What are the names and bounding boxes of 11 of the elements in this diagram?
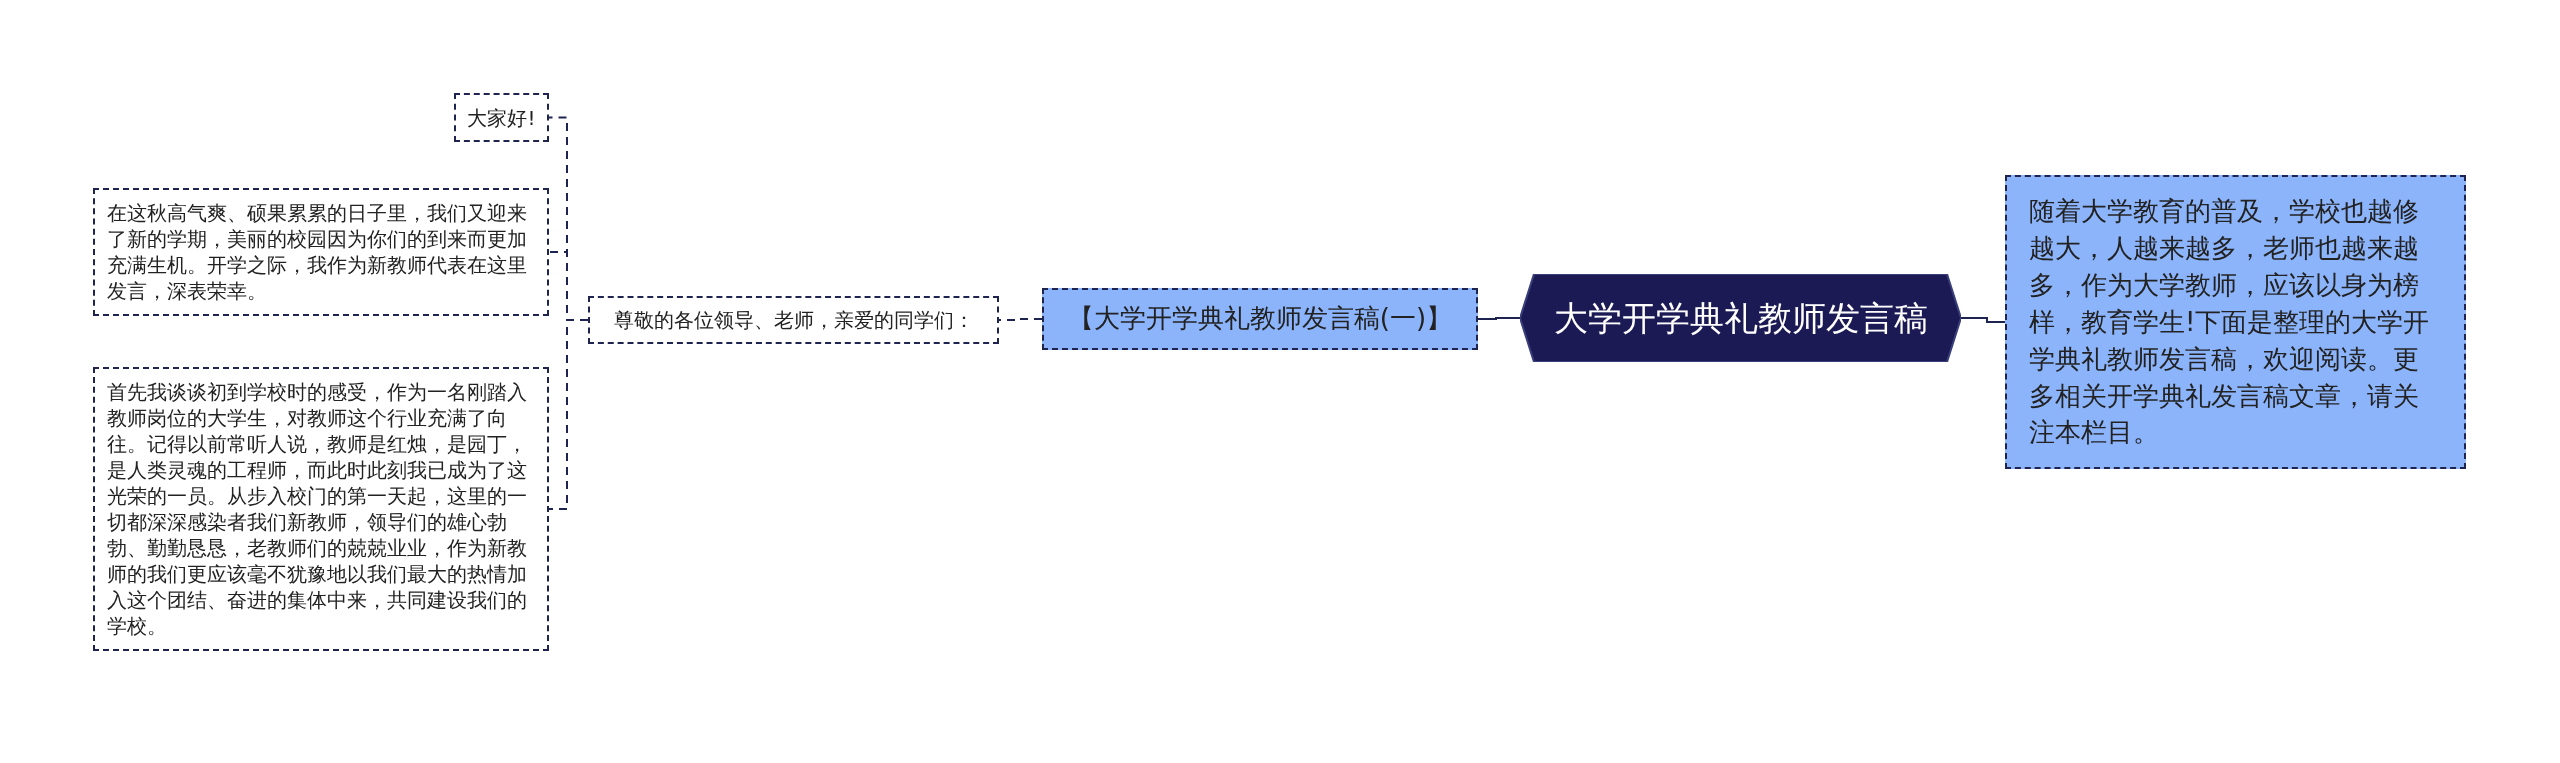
intro-box: 随着大学教育的普及，学校也越修越大，人越来越多，老师也越来越多，作为大学教师，应该以身为榜样，教育学生!下面是整理的大学开学典礼教师发言稿，欢迎阅读。更多相关开学典礼发言稿文章，请关注本栏目。 [2005,175,2466,470]
connector-line [998,318,1043,321]
section-box: 【大学开学典礼教师发言稿(一)】 [1042,288,1478,350]
greeting-box: 大家好! [454,93,549,142]
title-hexagon: 大学开学典礼教师发言稿 [1520,274,1961,362]
connector-line [1477,317,1521,320]
connector-line [548,319,589,510]
paragraph-box: 首先我谈谈初到学校时的感受，作为一名刚踏入教师岗位的大学生，对教师这个行业充满了向往。记得以前常听人说，教师是红烛，是园丁，是人类灵魂的工程师，而此时此刻我已成为了这光荣的一员。从步入校门的第一天起，这里的一切都深深感染者我们新教师，领导们的雄心勃勃、勤勤恳恳，老教师们的兢兢业业，作为新教师的我们更应该毫不犹豫地以我们最大的热情加入这个团结、奋进的集体中来，共同建设我们的学校。 [93,367,549,651]
paragraph-box: 在这秋高气爽、硕果累累的日子里，我们又迎来了新的学期，美丽的校园因为你们的到来而更加充满生机。开学之际，我作为新教师代表在这里发言，深表荣幸。 [93,188,549,316]
greeting-box: 尊敬的各位领导、老师，亲爱的同学们： [588,296,999,344]
connector-line [1960,317,2006,323]
